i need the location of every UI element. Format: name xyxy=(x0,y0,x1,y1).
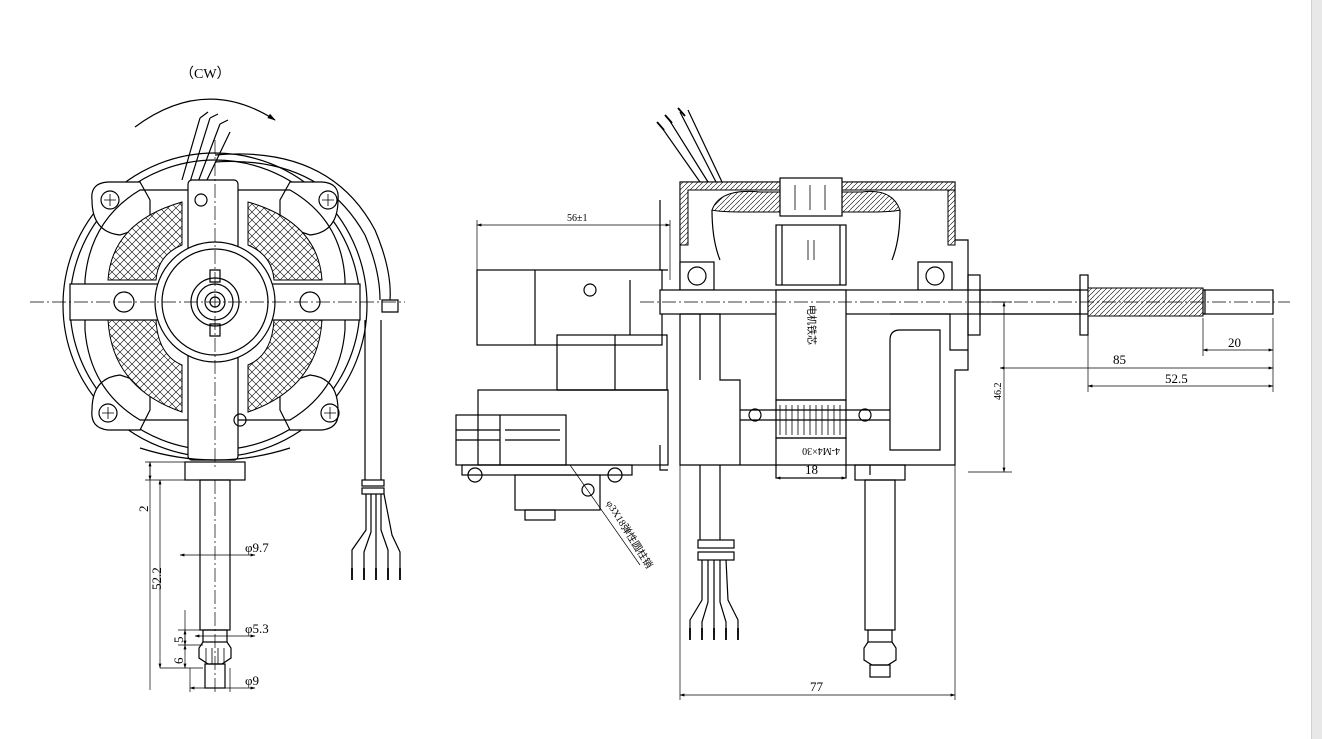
coil-bottom-right xyxy=(247,319,323,413)
screw-note: 4-M4×30 xyxy=(802,445,840,456)
mounting-lugs xyxy=(91,181,340,431)
dim-56: 56±1 xyxy=(567,213,588,224)
dim-phi-5-3: φ5.3 xyxy=(245,621,269,636)
dim-2: 2 xyxy=(136,506,151,513)
output-shaft xyxy=(198,479,232,695)
dim-18: 18 xyxy=(805,462,818,477)
coil-end-right xyxy=(841,190,901,213)
dim-52-5: 52.5 xyxy=(1165,371,1188,386)
lamination-stack xyxy=(775,289,847,401)
dim-77: 77 xyxy=(810,679,824,694)
side-lead-wires xyxy=(656,107,723,183)
motor-body: 电机铁芯 xyxy=(640,177,1290,479)
bearing-left xyxy=(679,261,715,291)
rotation-arrow xyxy=(134,98,276,128)
lower-shaft xyxy=(854,464,906,678)
side-cable xyxy=(351,320,401,580)
dim-6: 6 xyxy=(171,657,186,664)
leader-note: φ3X18弹性圆柱销 xyxy=(603,498,655,571)
stator-top xyxy=(779,177,843,217)
coil-bottom-left xyxy=(107,319,183,413)
lower-cable xyxy=(689,465,739,640)
coil-top-left xyxy=(107,201,183,281)
coil-end-left xyxy=(711,190,781,213)
dim-phi-9-7: φ9.7 xyxy=(245,540,269,555)
front-dimensions: 2 52.2 φ9.7 5 6 φ5.3 φ9 xyxy=(136,461,269,692)
coil-top-right xyxy=(247,201,323,281)
dim-5: 5 xyxy=(171,637,186,644)
side-dimensions: 56±1 20 85 52.5 46.2 18 4-M4×30 77 φ3X18… xyxy=(476,213,1274,700)
cable-loop xyxy=(214,153,391,301)
stack-text: 电机铁芯 xyxy=(805,305,818,345)
side-view: 电机铁芯 xyxy=(455,107,1290,700)
bearing-right xyxy=(917,261,953,291)
dim-phi-9: φ9 xyxy=(245,673,259,688)
front-view: （CW） xyxy=(30,66,405,695)
dim-46-2: 46.2 xyxy=(993,383,1004,401)
vertical-scrollbar[interactable] xyxy=(1311,0,1322,739)
dim-85: 85 xyxy=(1113,352,1126,367)
dim-20: 20 xyxy=(1228,335,1241,350)
rotation-label: （CW） xyxy=(180,66,231,82)
top-lead-wires xyxy=(181,111,231,183)
dim-52-2: 52.2 xyxy=(149,567,164,590)
gearbox xyxy=(455,200,669,521)
